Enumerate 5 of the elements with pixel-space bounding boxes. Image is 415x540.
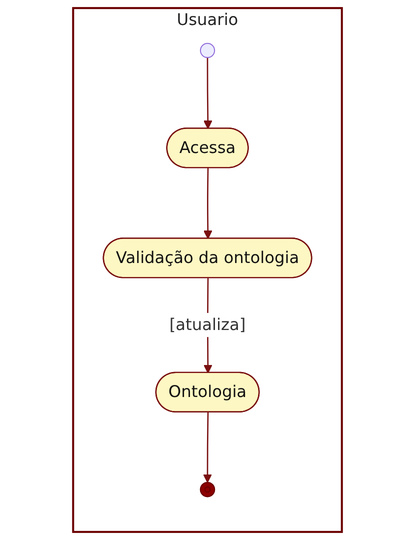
edge-label: [atualiza] [169,314,246,334]
arrow [203,168,212,240]
node-circle [200,42,216,58]
arrow [203,412,212,483]
arrow [203,58,212,130]
